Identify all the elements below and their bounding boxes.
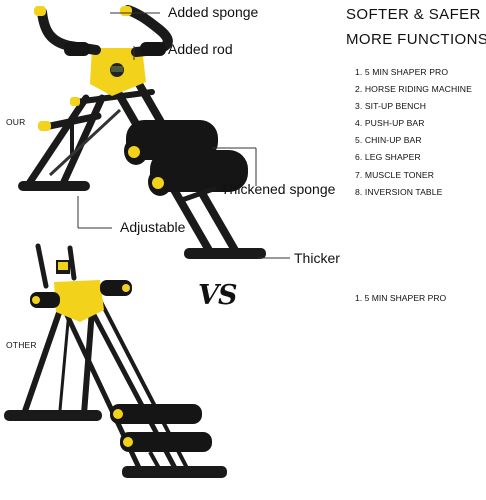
feature-item: 3. SIT-UP BENCH: [355, 101, 427, 112]
other-ab-machine: [4, 243, 227, 478]
heading-softer-safer: SOFTER & SAFER: [346, 6, 481, 23]
our-front-base-bar: [184, 248, 266, 259]
other-feature-item: 1. 5 MIN SHAPER PRO: [355, 293, 447, 303]
other-right-arm-foam: [100, 280, 132, 296]
feature-item: 2. HORSE RIDING MACHINE: [355, 84, 472, 95]
our-lower-foam-roller: [150, 150, 248, 192]
callout-thicker: Thicker: [294, 250, 340, 266]
other-label: OTHER: [6, 340, 37, 350]
our-ab-machine: [18, 5, 266, 259]
heading-more-functions: MORE FUNCTIONS: [346, 31, 486, 48]
other-front-base-bar: [122, 466, 227, 478]
other-lower-leg-foam: [120, 432, 212, 452]
feature-item: 5. CHIN-UP BAR: [355, 135, 422, 146]
feature-item: 8. INVERSION TABLE: [355, 186, 443, 197]
our-label: OUR: [6, 117, 26, 127]
our-rear-base-bar: [18, 181, 90, 191]
other-upper-leg-foam: [110, 404, 202, 424]
vs-label: VS: [198, 280, 237, 311]
callout-leader-lines: [77, 12, 290, 259]
callout-added-rod: Added rod: [168, 41, 233, 57]
other-rear-base-bar: [4, 410, 102, 421]
callout-thickened-sponge: Thickened sponge: [221, 181, 336, 197]
callout-added-sponge: Added sponge: [168, 4, 259, 20]
other-left-arm-foam: [30, 292, 60, 308]
our-feature-list: 1. 5 MIN SHAPER PRO 2. HORSE RIDING MACH…: [355, 64, 472, 201]
feature-item: 4. PUSH-UP BAR: [355, 118, 425, 129]
feature-item: 6. LEG SHAPER: [355, 152, 421, 163]
feature-item: 7. MUSCLE TONER: [355, 169, 435, 180]
feature-item: 1. 5 MIN SHAPER PRO: [355, 67, 449, 77]
other-feature-list: 1. 5 MIN SHAPER PRO: [355, 293, 446, 303]
callout-adjustable: Adjustable: [120, 219, 186, 235]
